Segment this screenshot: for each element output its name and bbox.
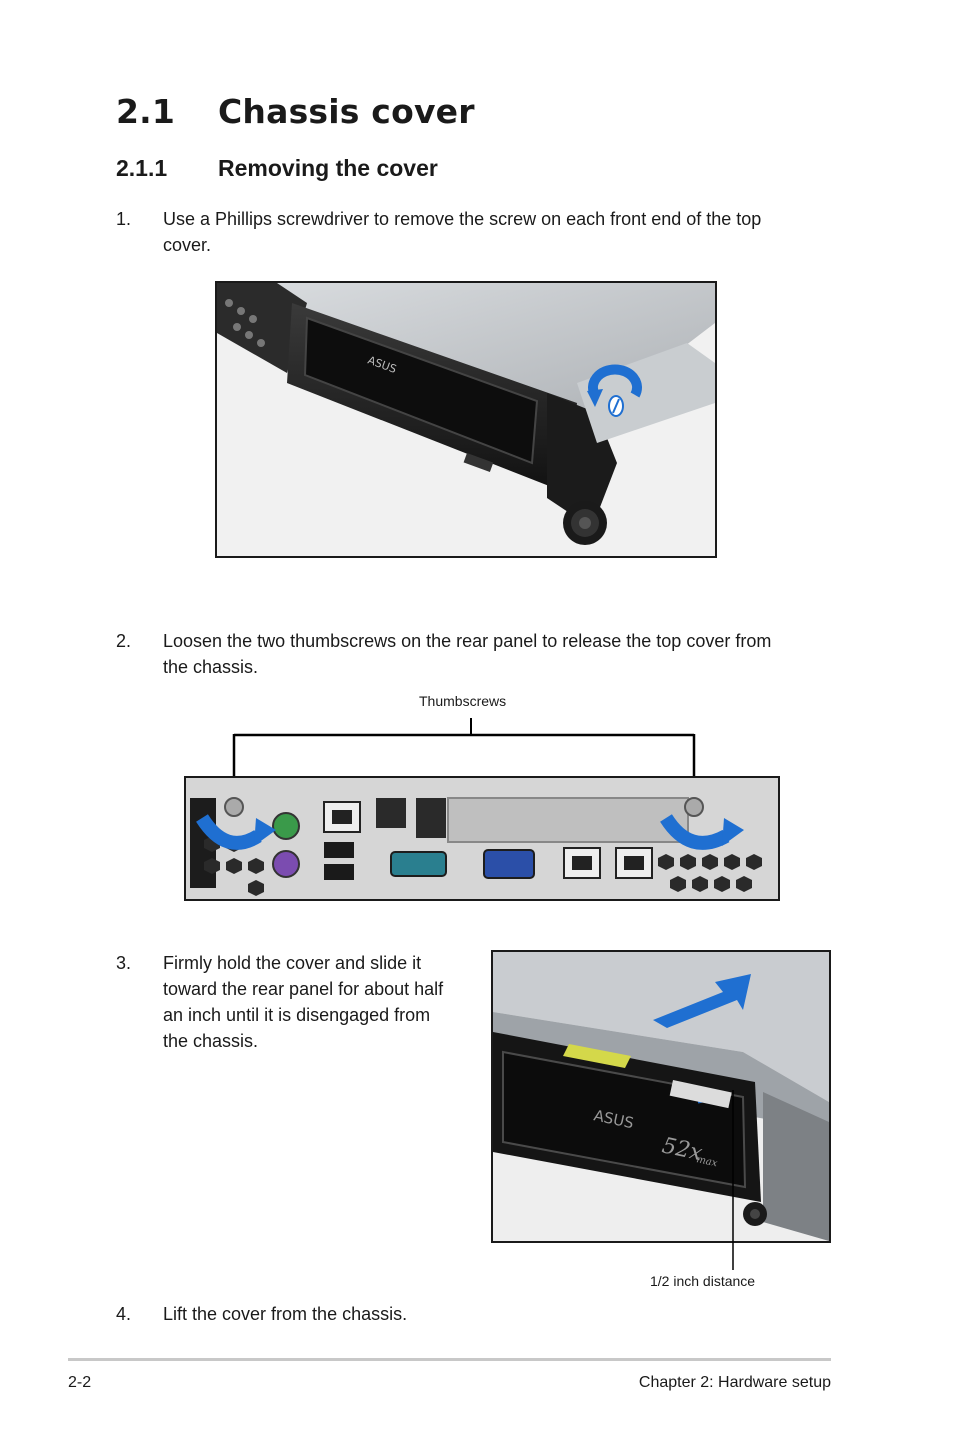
- slide-cover-illustration: ASUS 52x max: [493, 952, 829, 1241]
- step-2: 2. Loosen the two thumbscrews on the rea…: [116, 628, 836, 682]
- expansion-slot-cover: [447, 797, 689, 843]
- usb-port: [324, 864, 354, 880]
- vga-port: [483, 849, 535, 879]
- thumbscrew-right-icon: [660, 797, 744, 850]
- section-heading: 2.1 Chassis cover: [116, 92, 475, 131]
- step-1: 1. Use a Phillips screwdriver to remove …: [116, 206, 836, 260]
- subsection-number: 2.1.1: [116, 155, 168, 181]
- rotate-arrow-icon: [587, 364, 642, 407]
- step-text-line: the chassis.: [163, 657, 259, 677]
- step-text-line: the chassis.: [163, 1031, 259, 1051]
- page-number: 2-2: [68, 1374, 92, 1391]
- thumbscrew-left-icon: [196, 797, 276, 850]
- figure-slide-cover: ASUS 52x max: [491, 950, 831, 1243]
- step-number: 2.: [116, 631, 132, 651]
- step-3: 3. Firmly hold the cover and slide it to…: [116, 950, 476, 1056]
- section-title: Chassis cover: [218, 92, 475, 131]
- step-text-line: cover.: [163, 235, 212, 255]
- chapter-label: Chapter 2: Hardware setup: [638, 1374, 831, 1391]
- ps2-mouse-port: [272, 812, 300, 840]
- step-text-line: Lift the cover from the chassis.: [163, 1304, 408, 1324]
- screw-icon: [608, 395, 624, 417]
- drive-speed-sub: max: [695, 1154, 718, 1169]
- step-text-line: toward the rear panel for about half: [163, 979, 444, 999]
- figure-rear-panel: [184, 776, 780, 901]
- slide-direction-arrow-icon: [653, 974, 751, 1028]
- step-text-line: Loosen the two thumbscrews on the rear p…: [163, 631, 772, 651]
- thumbscrews-callout-label: Thumbscrews: [419, 693, 507, 709]
- step-number: 1.: [116, 209, 132, 229]
- figure-front-screw: ASUS: [215, 281, 717, 558]
- usb-port: [324, 842, 354, 858]
- distance-callout-label: 1/2 inch distance: [650, 1273, 756, 1289]
- step-text-line: Use a Phillips screwdriver to remove the…: [163, 209, 762, 229]
- ps2-keyboard-port: [272, 850, 300, 878]
- step-text-line: an inch until it is disengaged from: [163, 1005, 431, 1025]
- footer-rule: [68, 1358, 831, 1361]
- subsection-heading: 2.1.1 Removing the cover: [116, 155, 438, 182]
- distance-callout-line: [732, 1090, 734, 1270]
- step-4: 4. Lift the cover from the chassis.: [116, 1301, 836, 1329]
- subsection-title: Removing the cover: [218, 155, 438, 181]
- step-number: 4.: [116, 1304, 132, 1324]
- step-number: 3.: [116, 953, 132, 973]
- serial-port: [390, 851, 447, 877]
- section-number: 2.1: [116, 92, 176, 131]
- rear-panel-illustration: [186, 778, 778, 899]
- step-text-line: Firmly hold the cover and slide it: [163, 953, 422, 973]
- front-chassis-illustration: ASUS: [217, 283, 715, 556]
- vent-holes: [225, 299, 265, 347]
